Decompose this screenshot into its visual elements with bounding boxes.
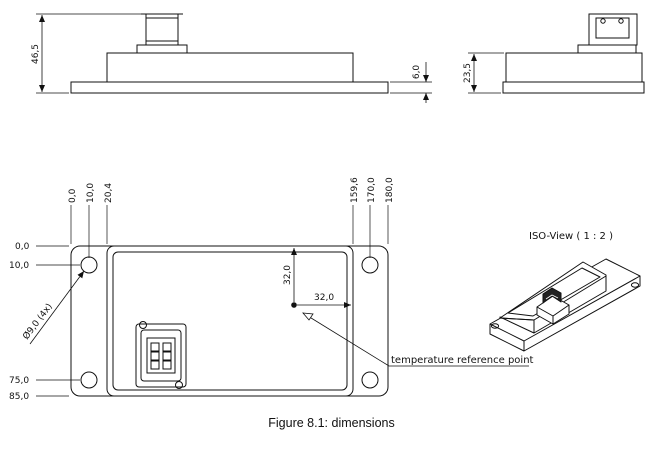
label-ref-vertical: 32,0 <box>283 265 293 285</box>
label-y-85: 85,0 <box>9 392 29 402</box>
top-housing-outline <box>106 245 354 397</box>
label-temperature-reference: temperature reference point <box>391 355 534 366</box>
top-connector <box>135 321 187 389</box>
y-extension-lines <box>36 245 80 397</box>
x-extension-lines <box>70 205 389 258</box>
top-view <box>70 245 389 397</box>
label-height-total: 46,5 <box>31 44 41 64</box>
label-x-180: 180,0 <box>385 177 395 203</box>
top-housing-inner <box>112 251 348 391</box>
label-ref-horizontal: 32,0 <box>314 293 334 303</box>
front-base-plate <box>70 81 389 94</box>
label-y-75: 75,0 <box>9 376 29 386</box>
label-x-10: 10,0 <box>86 183 96 203</box>
iso-base-plate <box>489 258 641 352</box>
label-side-height: 23,5 <box>463 63 473 83</box>
front-connector <box>145 13 179 46</box>
label-x-20: 20,4 <box>104 183 114 203</box>
hole-top-left <box>80 256 98 274</box>
side-housing <box>505 52 643 83</box>
front-connector-flange <box>136 44 188 54</box>
side-connector-flange <box>577 44 637 54</box>
figure-caption: Figure 8.1: dimensions <box>268 416 395 430</box>
label-hole-diameter: Ø9,0 (4x) <box>21 301 55 341</box>
hole-top-right <box>361 256 379 274</box>
iso-connector <box>536 287 570 325</box>
iso-view <box>489 258 641 352</box>
label-iso-view: ISO-View ( 1 : 2 ) <box>529 231 613 242</box>
side-connector <box>588 13 638 46</box>
label-x-170: 170,0 <box>367 177 377 203</box>
top-base-plate <box>70 245 389 397</box>
front-view <box>36 13 432 94</box>
side-base-plate <box>502 81 645 94</box>
label-x-159: 159,6 <box>350 177 360 203</box>
label-y-10: 10,0 <box>9 261 29 271</box>
label-x-0: 0,0 <box>68 188 78 203</box>
label-base-thickness: 6,0 <box>412 65 422 80</box>
temp-ref-leader <box>302 312 529 367</box>
mounting-holes <box>80 256 379 389</box>
hole-bottom-left <box>80 371 98 389</box>
side-view <box>468 13 645 94</box>
hole-diameter-leader <box>29 270 85 345</box>
label-y-0: 0,0 <box>15 242 30 252</box>
front-housing <box>106 52 354 83</box>
temperature-reference-point <box>291 302 297 308</box>
hole-bottom-right <box>361 371 379 389</box>
